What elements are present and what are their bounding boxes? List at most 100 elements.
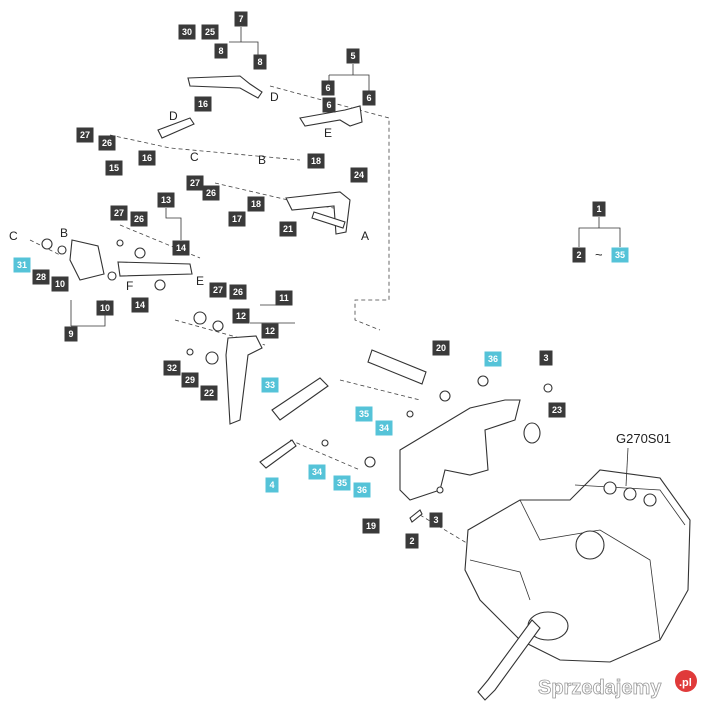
transmission-housing [464,469,691,701]
callout-box [130,211,148,227]
callout-box [279,221,297,237]
tilde-symbol: ~ [595,247,603,262]
callout-29: 29 [181,372,199,388]
callout-box [539,350,553,366]
callout-10: 10 [96,300,114,316]
callout-box [51,276,69,292]
callout-number: 34 [379,423,389,433]
callout-36: 36 [353,482,371,498]
callout-box [209,282,227,298]
callout-number: 12 [265,326,275,336]
callout-box [13,257,31,273]
callout-11: 11 [275,290,293,306]
callout-4: 4 [265,477,279,493]
callout-number: 30 [182,27,192,37]
callout-box [307,153,325,169]
callout-number: 2 [409,536,414,546]
callout-25: 25 [201,24,219,40]
callout-number: 26 [206,188,216,198]
callout-33: 33 [261,377,279,393]
callout-number: 36 [357,485,367,495]
callout-box [131,297,149,313]
callout-number: 13 [161,195,171,205]
callout-13: 13 [157,192,175,208]
callout-box [375,420,393,436]
callout-number: 35 [615,250,625,260]
callout-34: 34 [375,420,393,436]
callout-number: 6 [326,100,331,110]
callout-box [64,326,78,342]
callout-number: 14 [176,243,186,253]
callout-box [265,477,279,493]
callout-12: 12 [261,323,279,339]
callout-number: 35 [359,409,369,419]
callout-box [346,48,360,64]
callout-box [172,240,190,256]
callout-26: 26 [98,135,116,151]
callout-number: 27 [190,178,200,188]
callout-box [98,135,116,151]
callout-16: 16 [194,96,212,112]
callout-35: 35 [355,406,373,422]
callout-number: 14 [135,300,145,310]
watermark: Sprzedajemy .pl [538,670,697,699]
callout-22: 22 [200,385,218,401]
callout-box [353,482,371,498]
callout-number: 3 [543,353,548,363]
connection-letter: D [169,109,178,123]
callout-box [548,402,566,418]
connection-letter: E [196,274,204,288]
connection-letter: B [60,226,68,240]
callout-number: 20 [436,343,446,353]
callout-number: 18 [311,156,321,166]
callout-number: 33 [265,380,275,390]
callout-36: 36 [484,351,502,367]
callout-box [178,24,196,40]
callout-number: 22 [204,388,214,398]
callout-number: 3 [433,515,438,525]
callout-27: 27 [76,127,94,143]
callout-number: 23 [552,405,562,415]
callout-number: 19 [366,521,376,531]
watermark-suffix: .pl [679,677,692,689]
connection-letter: E [324,126,332,140]
connection-letter: C [190,150,199,164]
callout-number: 26 [134,214,144,224]
callout-box [308,464,326,480]
callout-8: 8 [214,43,228,59]
callout-number: 16 [198,99,208,109]
callout-number: 10 [100,303,110,313]
callout-number: 2 [576,250,581,260]
callout-14: 14 [172,240,190,256]
callout-box [163,360,181,376]
callout-box [76,127,94,143]
callout-box [157,192,175,208]
callout-box [355,406,373,422]
callout-number: 7 [238,14,243,24]
callout-box [405,533,419,549]
callout-box [572,247,586,263]
callout-number: 6 [366,93,371,103]
callout-2: 2 [572,247,586,263]
callout-box [186,175,204,191]
callout-number: 10 [55,279,65,289]
callout-number: 8 [218,46,223,56]
callout-box [261,377,279,393]
callout-31: 31 [13,257,31,273]
reference-code-group: G270S01 [616,431,671,487]
connection-letter: C [9,229,18,243]
callout-10: 10 [51,276,69,292]
callout-32: 32 [163,360,181,376]
callout-7: 7 [234,11,248,27]
callout-number: 26 [233,287,243,297]
callout-number: 28 [36,272,46,282]
callout-26: 26 [130,211,148,227]
callout-5: 5 [346,48,360,64]
callout-number: 35 [337,478,347,488]
callout-26: 26 [202,185,220,201]
callout-number: 21 [283,224,293,234]
callout-box [32,269,50,285]
callout-box [592,201,606,217]
